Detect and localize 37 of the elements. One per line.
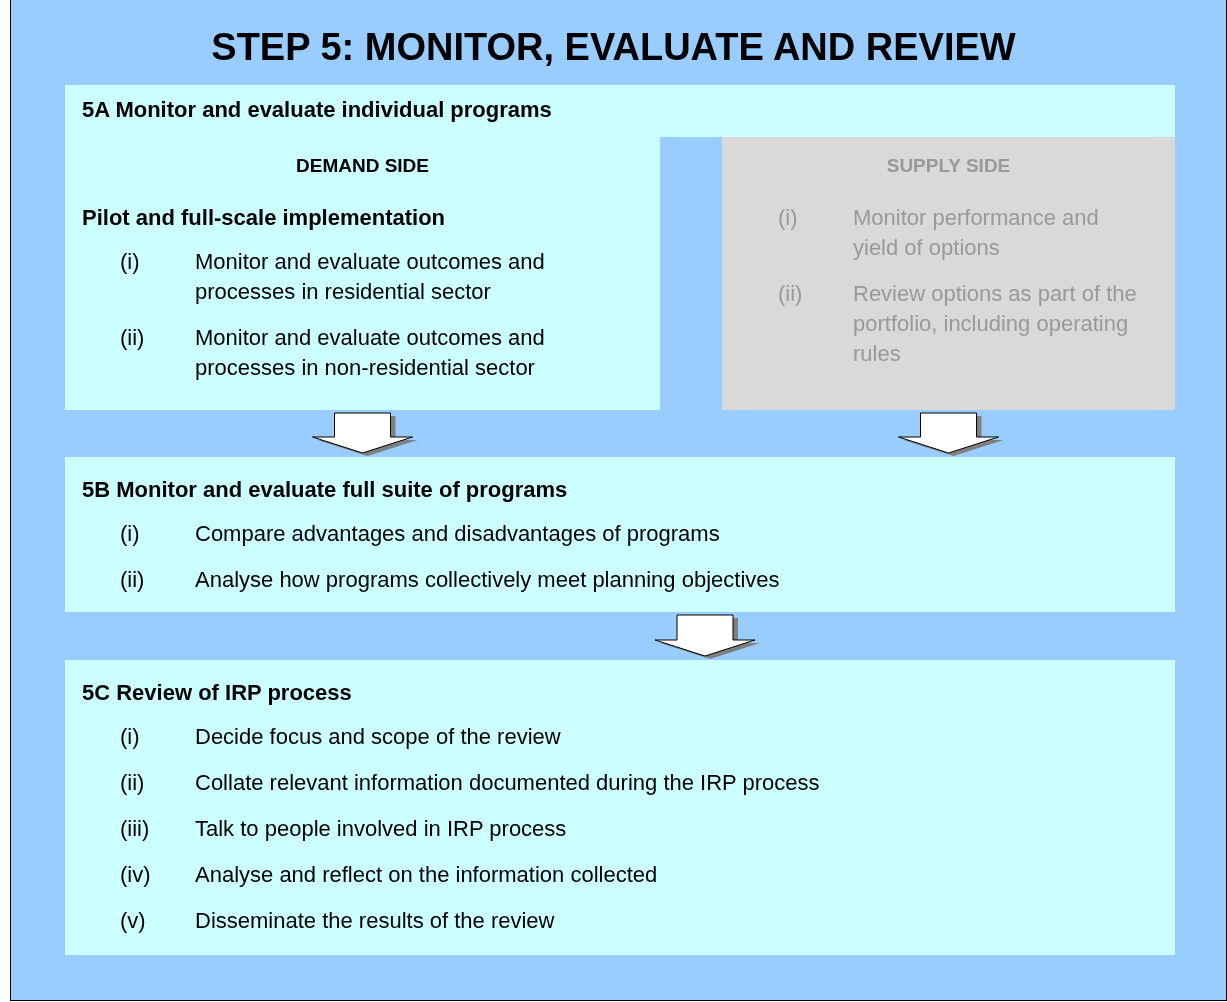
inactive-panel [722,137,1175,410]
item-text: Analyse and reflect on the information collected [195,861,659,889]
block-arrow [654,614,760,659]
item-text: Compare advantages and disadvantages of programs [195,520,721,548]
item-text: Monitor and evaluate outcomes and processes in residential sector [195,248,546,306]
item-numeral: (v) [120,907,147,935]
item-text: Review options as part of the portfolio, including operating rules [853,280,1138,368]
item-text: Disseminate the results of the review [195,907,556,935]
item-numeral: (ii) [778,280,804,308]
item-text: Analyse how programs collectively meet planning objectives [195,566,781,594]
item-numeral: (i) [120,520,141,548]
item-numeral: (iv) [120,861,152,889]
item-numeral: (ii) [120,566,146,594]
panel [65,660,1175,955]
section-heading: 5C Review of IRP process [81,679,353,706]
item-numeral: (i) [120,723,141,751]
item-text: Decide focus and scope of the review [195,723,562,751]
column-heading: DEMAND SIDE [295,154,430,177]
panel [65,457,1175,612]
section-heading: 5A Monitor and evaluate individual programs [81,96,553,123]
item-text: Monitor and evaluate outcomes and processes in non-residential sector [195,324,546,382]
item-numeral: (iii) [120,815,151,843]
panel [65,85,1175,137]
item-text: Collate relevant information documented during the IRP process [195,769,821,797]
item-numeral: (i) [778,204,799,232]
item-numeral: (ii) [120,769,146,797]
block-arrow [898,412,1004,456]
column-heading: SUPPLY SIDE [885,154,1012,177]
section-heading: Pilot and full-scale implementation [81,204,447,231]
panel [65,137,660,410]
item-text: Monitor performance and yield of options [853,204,1100,262]
diagram-title: STEP 5: MONITOR, EVALUATE AND REVIEW [210,26,1017,69]
item-text: Talk to people involved in IRP process [195,815,568,843]
block-arrow [312,412,418,456]
item-numeral: (ii) [120,324,146,352]
item-numeral: (i) [120,248,141,276]
section-heading: 5B Monitor and evaluate full suite of programs [81,476,569,503]
